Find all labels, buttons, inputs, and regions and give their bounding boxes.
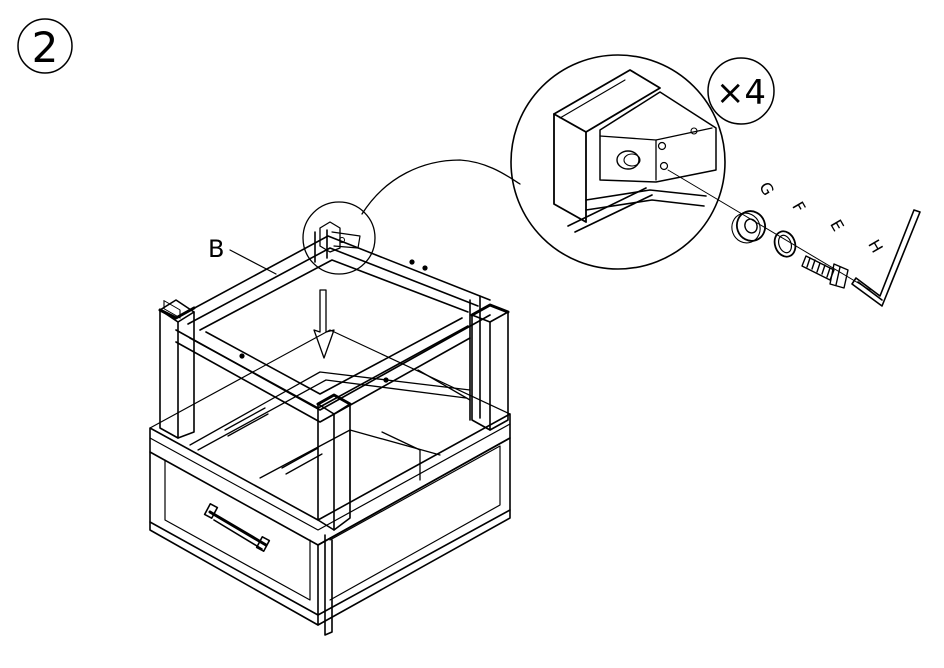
cabinet-base xyxy=(149,329,511,636)
step-number: 2 xyxy=(32,23,59,72)
frame-leader-line xyxy=(229,249,277,275)
allen-key-icon xyxy=(851,209,921,307)
down-arrow-icon xyxy=(313,289,335,359)
drawer-handle xyxy=(203,503,271,552)
quantity-badge: ×4 xyxy=(707,57,775,125)
hardware-axis-line xyxy=(667,169,871,291)
frame-label: B xyxy=(208,235,224,263)
callout-leader-curve xyxy=(361,159,521,215)
bolt-icon xyxy=(801,255,849,289)
washer-icon xyxy=(731,210,767,244)
upper-frame xyxy=(158,229,510,531)
lock-washer-icon xyxy=(773,230,797,258)
detail-callout-large xyxy=(510,54,726,270)
allen-key-label: H xyxy=(864,236,886,256)
lock-washer-label: F xyxy=(788,198,809,215)
detail-callout-small xyxy=(302,201,376,275)
washer-label: G xyxy=(755,179,778,199)
step-number-badge: 2 xyxy=(17,18,73,74)
quantity-text: ×4 xyxy=(716,73,766,113)
bolt-label: E xyxy=(826,216,848,234)
